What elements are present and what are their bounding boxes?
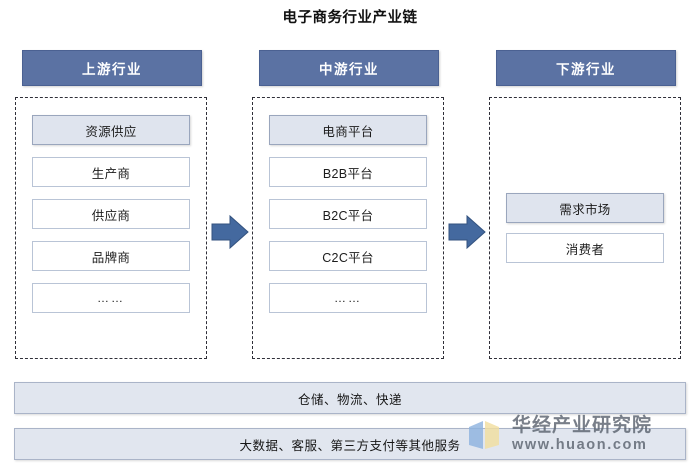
node-label: 供应商 bbox=[91, 208, 131, 223]
node-upstream-1: 生产商 bbox=[32, 157, 190, 187]
node-label: 消费者 bbox=[565, 242, 605, 257]
support-bar-services: 大数据、客服、第三方支付等其他服务 bbox=[14, 428, 686, 460]
column-header-downstream: 下游行业 bbox=[496, 50, 676, 86]
page-title: 电子商务行业产业链 bbox=[282, 10, 418, 26]
column-group-midstream: 电商平台 B2B平台 B2C平台 C2C平台 …… bbox=[252, 97, 444, 359]
node-downstream-1: 消费者 bbox=[506, 233, 664, 263]
support-bar-label: 仓储、物流、快递 bbox=[297, 392, 402, 407]
node-label: …… bbox=[334, 291, 362, 305]
column-group-downstream: 需求市场 消费者 bbox=[489, 97, 681, 359]
node-midstream-1: B2B平台 bbox=[269, 157, 427, 187]
right-arrow-icon bbox=[210, 212, 250, 252]
column-header-upstream: 上游行业 bbox=[22, 50, 202, 86]
node-label: 电商平台 bbox=[322, 124, 374, 139]
node-stack-downstream: 需求市场 消费者 bbox=[506, 98, 664, 358]
node-label: 资源供应 bbox=[85, 124, 137, 139]
node-label: B2C平台 bbox=[322, 208, 374, 223]
support-bar-logistics: 仓储、物流、快递 bbox=[14, 382, 686, 414]
node-label: B2B平台 bbox=[322, 166, 374, 181]
column-header-downstream-label: 下游行业 bbox=[556, 62, 616, 77]
node-label: 品牌商 bbox=[91, 250, 131, 265]
node-midstream-0: 电商平台 bbox=[269, 115, 427, 145]
node-downstream-0: 需求市场 bbox=[506, 193, 664, 223]
support-bar-label: 大数据、客服、第三方支付等其他服务 bbox=[239, 438, 461, 453]
node-midstream-2: B2C平台 bbox=[269, 199, 427, 229]
node-label: 生产商 bbox=[91, 166, 131, 181]
node-stack-upstream: 资源供应 生产商 供应商 品牌商 …… bbox=[32, 115, 190, 313]
node-midstream-4: …… bbox=[269, 283, 427, 313]
node-stack-midstream: 电商平台 B2B平台 B2C平台 C2C平台 …… bbox=[269, 115, 427, 313]
node-upstream-4: …… bbox=[32, 283, 190, 313]
column-header-upstream-label: 上游行业 bbox=[82, 62, 142, 77]
node-midstream-3: C2C平台 bbox=[269, 241, 427, 271]
column-header-midstream-label: 中游行业 bbox=[319, 62, 379, 77]
node-upstream-3: 品牌商 bbox=[32, 241, 190, 271]
node-label: …… bbox=[97, 291, 125, 305]
node-upstream-2: 供应商 bbox=[32, 199, 190, 229]
node-upstream-0: 资源供应 bbox=[32, 115, 190, 145]
node-label: 需求市场 bbox=[559, 202, 611, 217]
node-label: C2C平台 bbox=[322, 250, 374, 265]
column-group-upstream: 资源供应 生产商 供应商 品牌商 …… bbox=[15, 97, 207, 359]
column-header-midstream: 中游行业 bbox=[259, 50, 439, 86]
right-arrow-icon bbox=[447, 212, 487, 252]
